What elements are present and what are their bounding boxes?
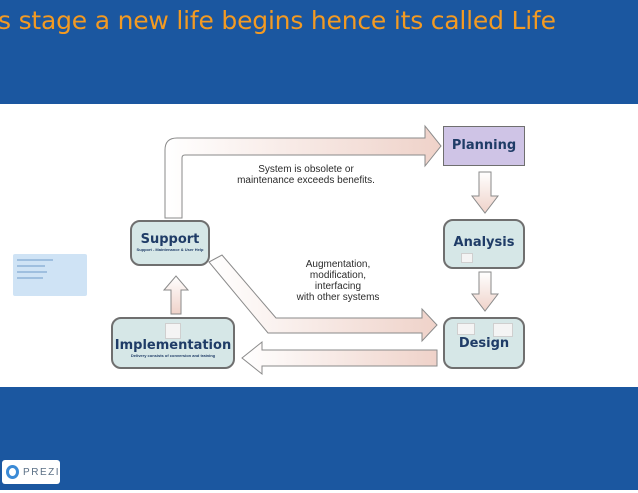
arrow-implementation-to-support	[162, 275, 190, 315]
arrow-planning-to-analysis	[470, 171, 500, 214]
implementation-thumbnail	[165, 323, 181, 339]
analysis-thumbnail	[461, 253, 473, 263]
side-thumbnail-card[interactable]	[13, 254, 87, 296]
caption-augmentation-line-2: modification,	[309, 270, 367, 281]
caption-obsolete: System is obsolete or maintenance exceed…	[226, 164, 386, 186]
caption-augmentation: Augmentation, modification, interfacing …	[278, 259, 398, 303]
caption-obsolete-line-1: System is obsolete or	[258, 164, 354, 175]
arrow-analysis-to-design	[470, 271, 500, 312]
design-box: Design	[443, 317, 525, 369]
design-label: Design	[458, 336, 510, 351]
side-card-line	[17, 271, 47, 273]
prezi-badge[interactable]: PREZI	[2, 460, 60, 484]
prezi-logo-icon	[6, 465, 20, 479]
support-label: Support	[140, 232, 200, 247]
prezi-label: PREZI	[23, 466, 60, 478]
design-thumbnail-left	[457, 323, 475, 335]
implementation-label: Implementation	[114, 338, 232, 353]
caption-augmentation-line-3: interfacing	[314, 281, 362, 292]
side-card-line	[17, 277, 43, 279]
implementation-box: Implementation Delivery consists of conv…	[111, 317, 235, 369]
arrow-support-to-planning	[164, 124, 442, 219]
side-card-line	[17, 259, 53, 261]
arrow-design-to-implementation	[241, 340, 438, 376]
implementation-sublabel: Delivery consists of conversion and trai…	[130, 353, 216, 358]
caption-obsolete-line-2: maintenance exceeds benefits.	[237, 175, 375, 186]
design-thumbnail-right	[493, 323, 513, 337]
side-card-line	[17, 265, 45, 267]
analysis-box: Analysis	[443, 219, 525, 269]
analysis-label: Analysis	[453, 235, 515, 250]
arrow-support-to-design	[208, 254, 438, 343]
slide-title: s stage a new life begins hence its call…	[0, 6, 556, 35]
support-sublabel: Support - Maintenance & User Help	[136, 247, 204, 252]
planning-box: Planning	[443, 126, 525, 166]
caption-augmentation-line-4: with other systems	[296, 292, 380, 303]
support-box: Support Support - Maintenance & User Hel…	[130, 220, 210, 266]
caption-augmentation-line-1: Augmentation,	[305, 259, 371, 270]
